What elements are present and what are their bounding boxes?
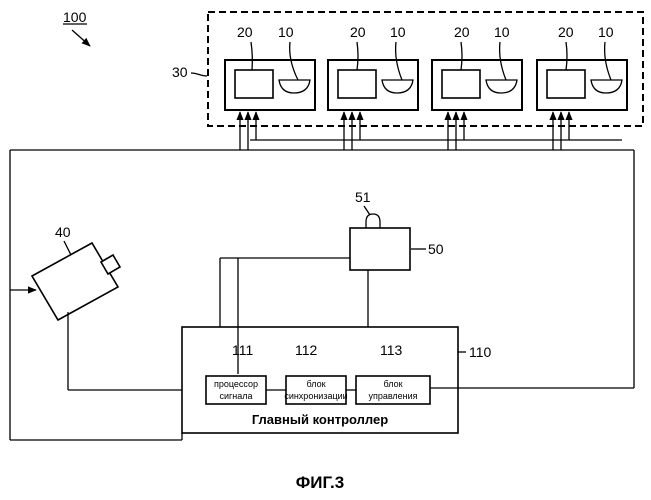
control-block-label-1: блок <box>383 379 402 389</box>
remote-body <box>350 228 410 270</box>
figure-caption: ФИГ.3 <box>296 473 344 492</box>
figure-ref: 100 <box>63 9 90 46</box>
lamp-unit: 20 10 <box>225 24 315 110</box>
lamp-driver <box>547 70 585 98</box>
lamp-array: 30 20 10 20 10 20 10 <box>172 12 643 126</box>
lamp-ref: 10 <box>390 24 406 40</box>
sync-block-label-2: синхронизации <box>284 391 347 401</box>
main-controller-ref: 110 <box>469 344 492 360</box>
camera: 40 <box>10 224 204 390</box>
figure-ref-label: 100 <box>63 9 87 25</box>
remote-button-ref: 51 <box>355 189 371 205</box>
lamp-unit: 20 10 <box>537 24 627 110</box>
signal-processor-label-1: процессор <box>214 379 258 389</box>
sync-block-label-1: блок <box>306 379 325 389</box>
remote-button <box>366 214 380 228</box>
lamp-driver-ref: 20 <box>558 24 574 40</box>
lamp-driver <box>338 70 376 98</box>
lamp-driver-ref: 20 <box>237 24 253 40</box>
control-block-ref: 113 <box>380 342 403 358</box>
sync-block-ref: 112 <box>295 342 318 358</box>
control-block-label-2: управления <box>368 391 417 401</box>
signal-processor-label-2: сигнала <box>219 391 252 401</box>
remote-ref: 50 <box>428 241 444 257</box>
lamp-unit: 20 10 <box>328 24 418 110</box>
camera-body <box>32 243 118 320</box>
lamp-driver-ref: 20 <box>350 24 366 40</box>
signal-processor-ref: 111 <box>232 342 253 358</box>
lamp-unit: 20 10 <box>432 24 522 110</box>
lamp-ref: 10 <box>494 24 510 40</box>
lamp-ref: 10 <box>278 24 294 40</box>
lamp-driver <box>235 70 273 98</box>
lamp-driver-ref: 20 <box>454 24 470 40</box>
main-controller-title: Главный контроллер <box>252 412 388 427</box>
camera-ref: 40 <box>55 224 71 240</box>
lamp-ref: 10 <box>598 24 614 40</box>
lamp-driver <box>442 70 480 98</box>
lamp-array-ref: 30 <box>172 64 188 80</box>
